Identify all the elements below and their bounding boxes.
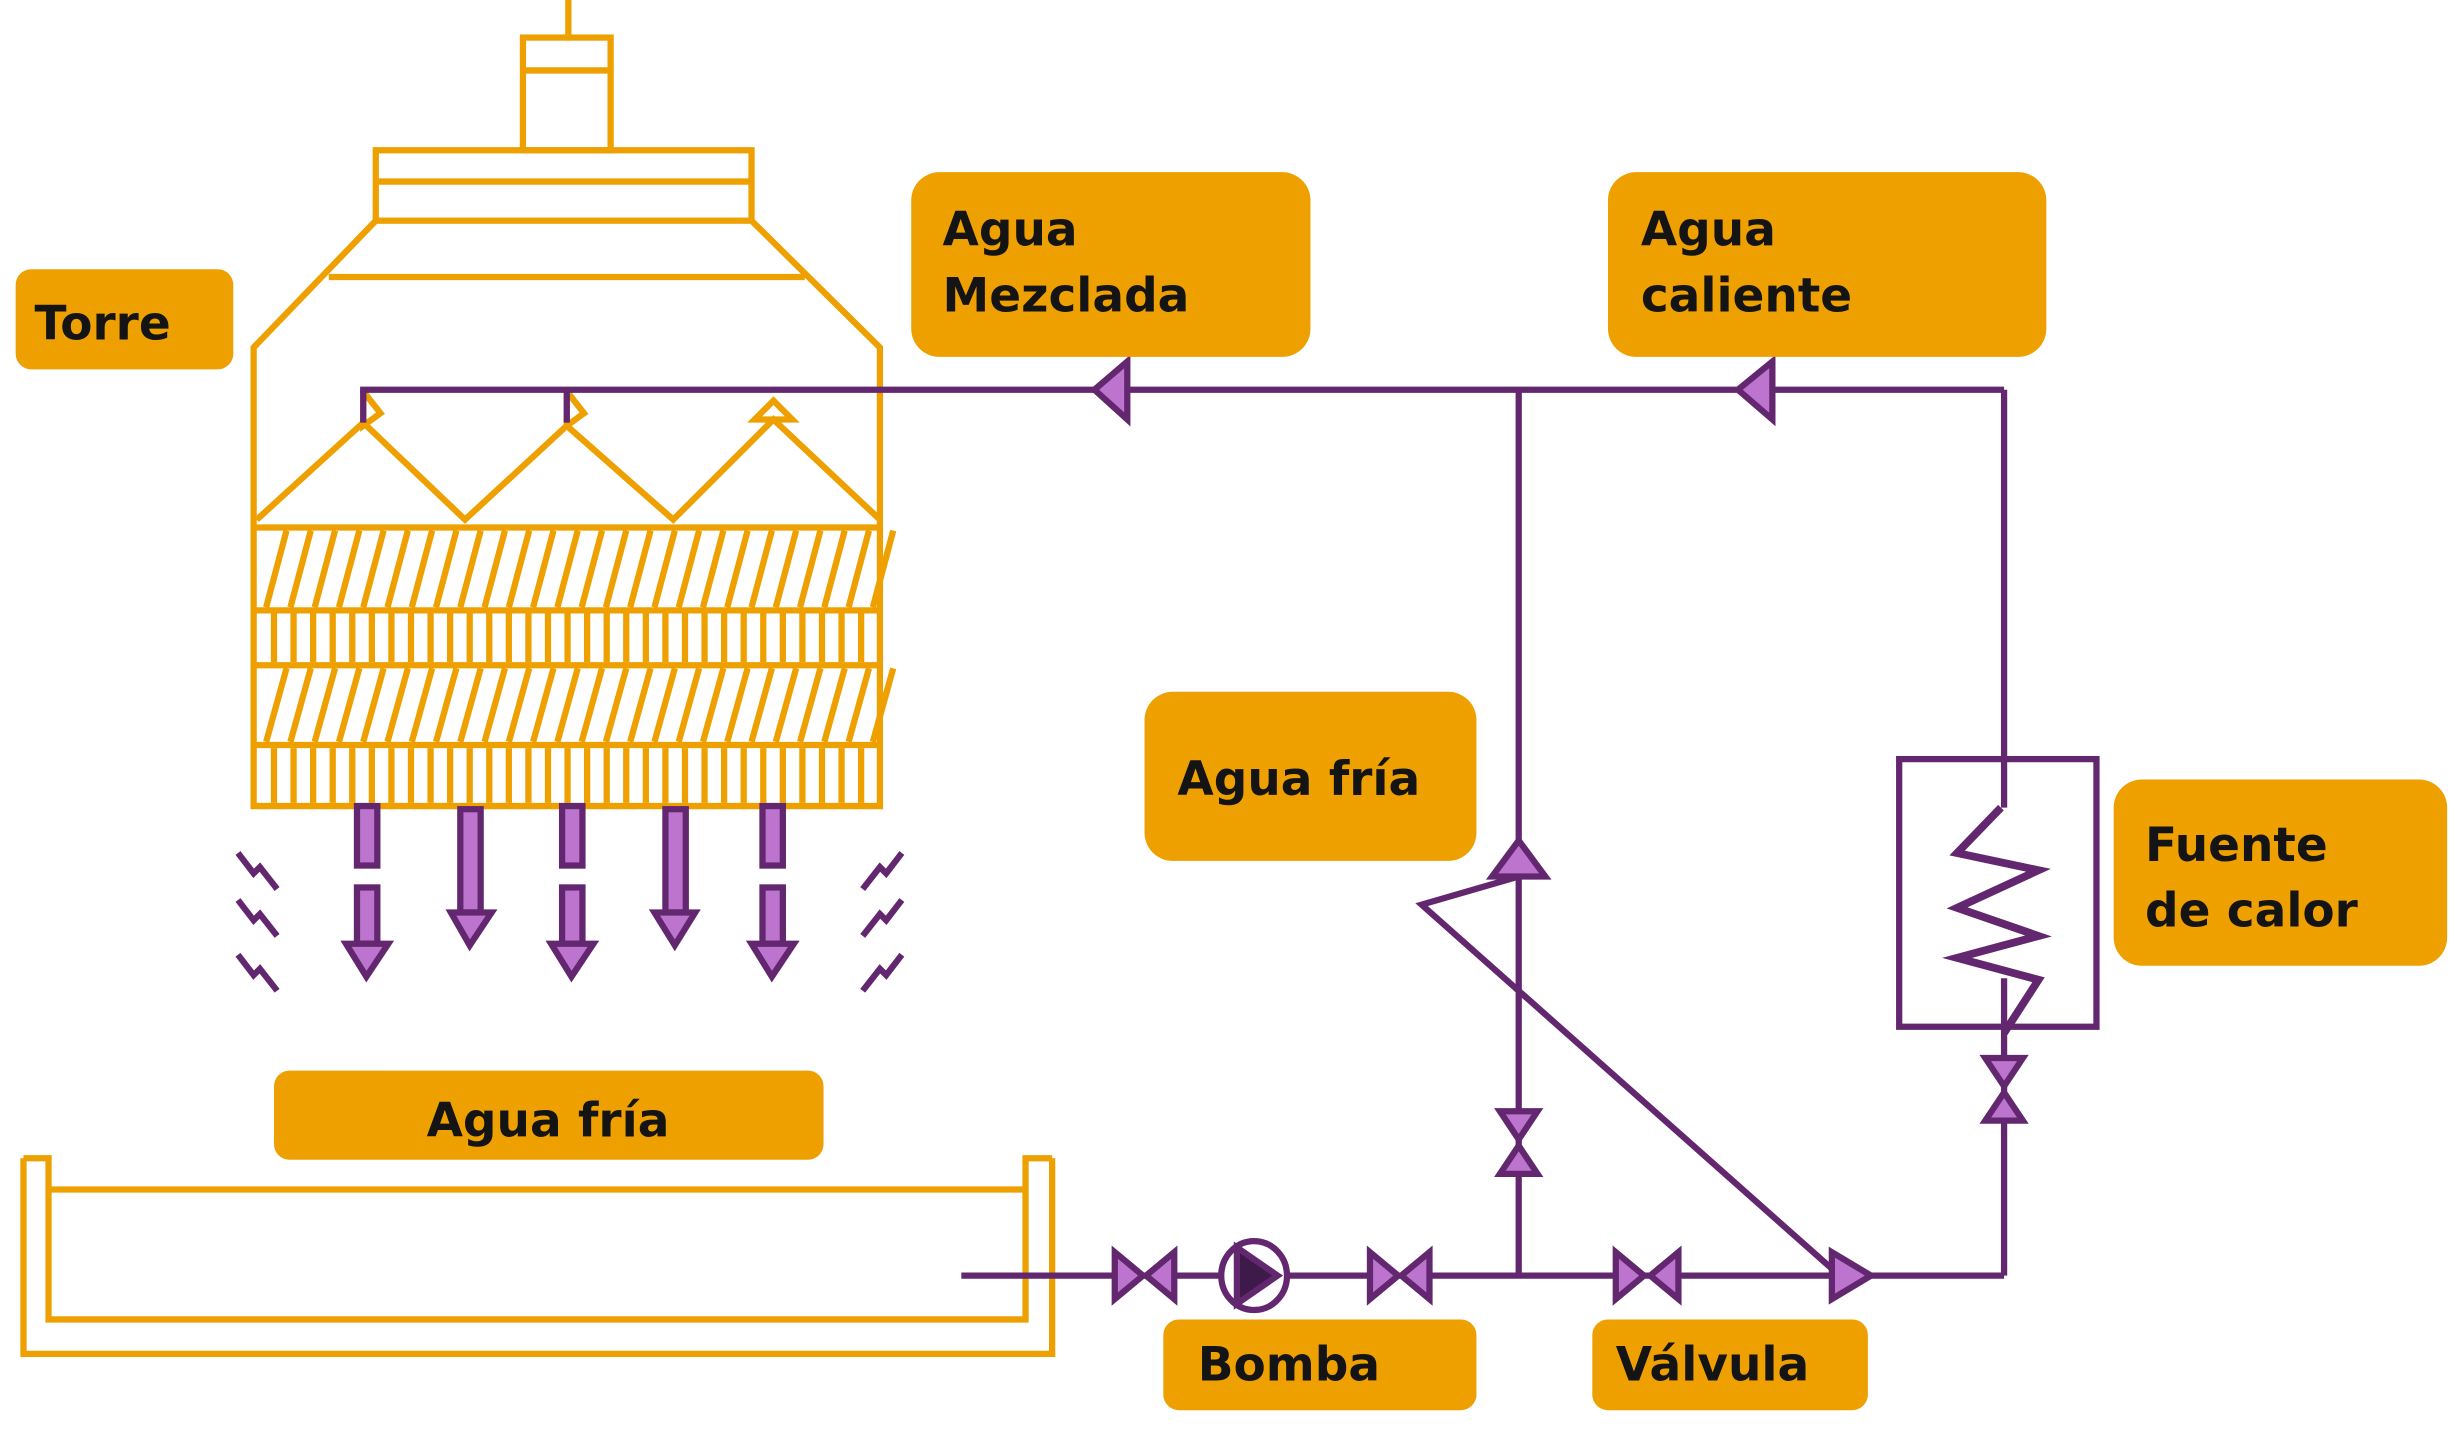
- cooling-tower: [250, 0, 897, 810]
- fill-slat: [627, 529, 654, 609]
- label-valvula: Válvula: [1592, 1319, 1868, 1411]
- label-valvula-text: Válvula: [1616, 1337, 1809, 1392]
- valve-heater[interactable]: [1979, 1054, 2029, 1124]
- falling-water: [340, 802, 800, 983]
- pump-icon[interactable]: [1218, 1238, 1291, 1314]
- fill-slat: [335, 529, 363, 609]
- fill-slat: [748, 667, 775, 743]
- valve-bypass[interactable]: [1494, 1108, 1544, 1178]
- left-arrow-icon: [1089, 354, 1131, 427]
- fill-slat: [845, 667, 872, 743]
- label-agua-caliente: Agua caliente: [1607, 172, 2047, 357]
- fill-slat: [505, 529, 533, 609]
- fill-slat: [724, 529, 751, 609]
- fill-slat: [433, 667, 460, 743]
- air-flow-marks: [235, 851, 905, 993]
- fill-slat: [384, 529, 411, 609]
- label-agua-fria-basin: Agua fría: [273, 1070, 824, 1160]
- fill-slat: [578, 667, 606, 743]
- label-agua-caliente-line1: Agua: [1641, 203, 1776, 258]
- label-agua-fria-basin-text: Agua fría: [427, 1093, 670, 1148]
- valves: [1111, 1054, 2029, 1306]
- valve-pump-outlet[interactable]: [1366, 1245, 1433, 1306]
- fill-slat: [408, 667, 436, 743]
- fill-slat: [821, 529, 848, 609]
- label-fuente-calor: Fuente de calor: [2113, 779, 2448, 966]
- fill-slat: [869, 667, 897, 743]
- fill-slat: [797, 667, 824, 743]
- down-arrow-icon: [340, 940, 395, 983]
- fill-slat: [457, 667, 484, 743]
- label-agua-fria-right: Agua fría: [1144, 691, 1477, 861]
- fill-slat: [578, 529, 606, 609]
- fill-slat: [530, 667, 557, 743]
- mixing-valve-linkage: [1415, 873, 1842, 1278]
- fill-slat: [554, 529, 581, 609]
- fill-slat: [602, 667, 630, 743]
- label-fuente-line1: Fuente: [2145, 818, 2328, 873]
- label-bomba-text: Bomba: [1198, 1337, 1380, 1392]
- fill-slat: [748, 529, 775, 609]
- fill-slat: [408, 529, 436, 609]
- up-arrow-icon: [1485, 835, 1552, 880]
- fill-slat: [360, 667, 387, 743]
- fill-slat: [675, 667, 703, 743]
- fill-slat: [627, 667, 654, 743]
- fill-slat: [505, 667, 533, 743]
- fill-slat: [384, 667, 411, 743]
- fill-slat: [845, 529, 872, 609]
- label-torre: Torre: [15, 269, 234, 370]
- fan-motor: [519, 34, 614, 154]
- label-bomba: Bomba: [1163, 1319, 1477, 1411]
- fill-slat: [287, 529, 314, 609]
- fill-slat: [675, 529, 703, 609]
- label-torre-text: Torre: [34, 297, 170, 352]
- fill-slat: [602, 529, 630, 609]
- label-agua-caliente-line2: caliente: [1641, 268, 1852, 323]
- fill-slat: [287, 667, 314, 743]
- down-arrow-icon: [545, 940, 600, 983]
- valve-pump-inlet[interactable]: [1111, 1245, 1178, 1306]
- cold-water-basin: [20, 1155, 1056, 1358]
- label-fuente-line2: de calor: [2145, 884, 2359, 939]
- fill-slat: [651, 667, 678, 743]
- fill-slat: [433, 529, 460, 609]
- label-agua-mezclada-line2: Mezclada: [943, 268, 1190, 323]
- fill-slat: [699, 529, 727, 609]
- label-agua-mezclada: Agua Mezclada: [911, 172, 1311, 357]
- label-agua-mezclada-line1: Agua: [943, 203, 1078, 258]
- fill-slat: [335, 667, 363, 743]
- fill-slat: [772, 529, 800, 609]
- fill-slat: [311, 667, 339, 743]
- fill-slat: [481, 529, 508, 609]
- fan-housing: [372, 147, 755, 224]
- valve-main[interactable]: [1612, 1245, 1682, 1306]
- down-arrow-icon: [648, 909, 701, 952]
- fill-slat: [554, 667, 581, 743]
- fill-slat: [311, 529, 339, 609]
- spray-distribution: [254, 415, 883, 524]
- fill-slat: [797, 529, 824, 609]
- fill-slat: [772, 667, 800, 743]
- fill-slat: [263, 667, 290, 743]
- label-agua-fria-right-text: Agua fría: [1177, 752, 1420, 807]
- fill-slat: [481, 667, 508, 743]
- fill-slat: [869, 529, 897, 609]
- fill-slat: [724, 667, 751, 743]
- fill-slat: [651, 529, 678, 609]
- fill-slat: [699, 667, 727, 743]
- fill-slat: [821, 667, 848, 743]
- fill-slat: [457, 529, 484, 609]
- left-arrow-icon: [1733, 354, 1776, 427]
- fill-slat: [360, 529, 387, 609]
- down-arrow-icon: [745, 940, 800, 983]
- flow-arrows: [1089, 354, 1878, 1305]
- heater-coil-icon: [1942, 804, 2052, 1036]
- fill-slat: [263, 529, 290, 609]
- down-arrow-icon: [445, 909, 498, 952]
- fill-slat: [530, 529, 557, 609]
- heat-source: [1896, 755, 2100, 1036]
- right-arrow-icon: [1828, 1246, 1878, 1305]
- fill-media: [263, 529, 897, 803]
